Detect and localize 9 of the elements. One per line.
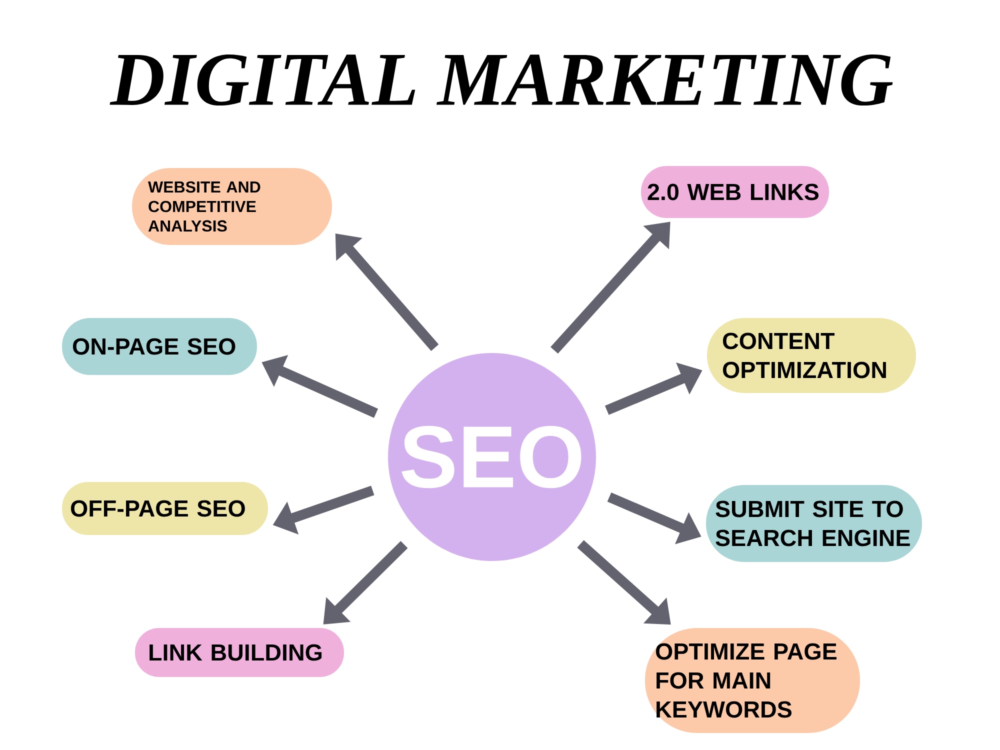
pill-box: 2.0 WEB LINKS xyxy=(641,166,829,218)
pill-box: OFF-PAGE SEO xyxy=(62,482,268,535)
pill-box: SUBMIT SITE TO SEARCH ENGINE xyxy=(706,485,922,562)
pill-box: OPTIMIZE PAGE FOR MAIN KEYWORDS xyxy=(645,628,860,733)
pill-box: LINK BUILDING xyxy=(135,628,344,677)
pill-box: ON-PAGE SEO xyxy=(62,318,257,375)
title: DIGITAL MARKETING xyxy=(110,54,893,106)
pill-box: CONTENT OPTIMIZATION xyxy=(707,318,916,393)
pill-box: WEBSITE AND COMPETITIVE ANALYSIS xyxy=(132,168,332,245)
